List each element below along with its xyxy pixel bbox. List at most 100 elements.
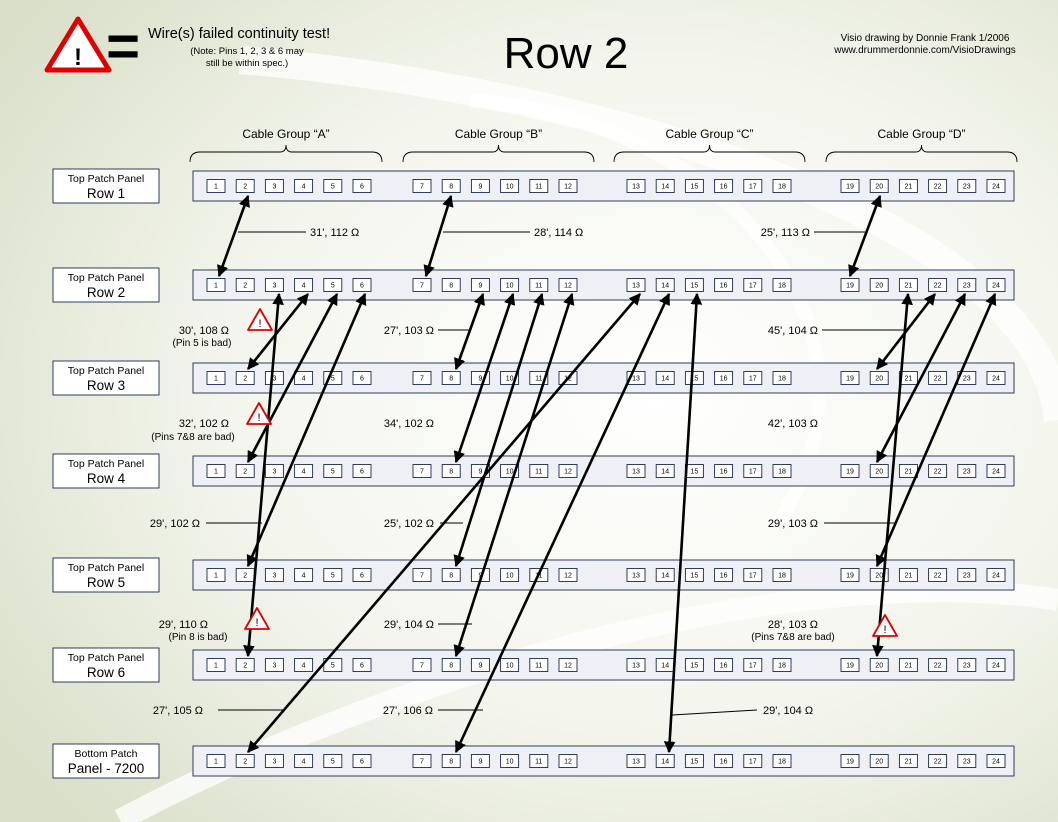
port-23 — [957, 278, 977, 292]
port-label-22: 22 — [934, 759, 942, 766]
port-label-6: 6 — [360, 184, 364, 191]
port-label-23: 23 — [963, 759, 971, 766]
port-13 — [626, 278, 646, 292]
port-label-14: 14 — [661, 759, 669, 766]
port-label-22: 22 — [934, 376, 942, 383]
warning-glyph: ! — [74, 44, 82, 71]
port-label-9: 9 — [478, 184, 482, 191]
port-label-14: 14 — [661, 573, 669, 580]
port-label-3: 3 — [272, 663, 276, 670]
port-label-15: 15 — [691, 184, 699, 191]
port-22 — [928, 278, 948, 292]
cable-group-label-d: Cable Group “D” — [877, 127, 965, 141]
port-label-13: 13 — [632, 184, 640, 191]
port-19 — [840, 179, 860, 193]
warning-triangle-icon — [247, 308, 273, 331]
port-label-20: 20 — [875, 469, 883, 476]
port-label-16: 16 — [720, 573, 728, 580]
port-20 — [869, 179, 889, 193]
port-21 — [898, 179, 918, 193]
panel-label-line2: Row 4 — [87, 471, 126, 486]
port-label-18: 18 — [778, 663, 786, 670]
port-label-21: 21 — [905, 469, 913, 476]
port-24 — [986, 658, 1006, 672]
panel-label-box — [52, 557, 160, 593]
panel-port-strip — [192, 745, 1015, 777]
port-label-19: 19 — [846, 759, 854, 766]
port-6 — [352, 754, 372, 768]
panel-label-line1: Top Patch Panel — [68, 272, 144, 284]
port-4 — [294, 278, 314, 292]
port-label-9: 9 — [478, 376, 482, 383]
port-label-17: 17 — [749, 663, 757, 670]
port-label-14: 14 — [661, 283, 669, 290]
port-label-3: 3 — [272, 759, 276, 766]
port-label-4: 4 — [302, 184, 306, 191]
port-8 — [441, 754, 461, 768]
panel-label-line2: Row 3 — [87, 378, 125, 393]
port-label-23: 23 — [963, 469, 971, 476]
port-5 — [323, 754, 343, 768]
port-label-8: 8 — [449, 283, 453, 290]
port-label-4: 4 — [302, 663, 306, 670]
panel-port-strip — [192, 170, 1015, 202]
port-label-23: 23 — [963, 663, 971, 670]
cable-annotation-3: 25', 113 Ω — [761, 227, 810, 239]
port-label-7: 7 — [420, 759, 424, 766]
port-16 — [714, 464, 734, 478]
panel-label-line1: Top Patch Panel — [68, 173, 144, 185]
port-label-18: 18 — [778, 573, 786, 580]
port-18 — [772, 278, 792, 292]
port-label-13: 13 — [632, 573, 640, 580]
port-1 — [206, 278, 226, 292]
port-label-12: 12 — [564, 283, 572, 290]
port-label-2: 2 — [243, 759, 247, 766]
port-label-24: 24 — [992, 469, 1000, 476]
panel-label-line2: Row 6 — [87, 665, 125, 680]
cable-label: 29', 110 Ω — [159, 619, 208, 631]
port-label-12: 12 — [564, 469, 572, 476]
panel-label-box — [52, 743, 160, 779]
port-label-16: 16 — [720, 759, 728, 766]
port-20 — [869, 278, 889, 292]
port-label-16: 16 — [720, 283, 728, 290]
port-label-5: 5 — [331, 663, 335, 670]
port-23 — [957, 179, 977, 193]
port-label-18: 18 — [778, 184, 786, 191]
port-label-22: 22 — [934, 663, 942, 670]
port-24 — [986, 278, 1006, 292]
port-1 — [206, 179, 226, 193]
port-3 — [264, 179, 284, 193]
cable-label: 28', 114 Ω — [534, 227, 583, 239]
port-label-2: 2 — [243, 469, 247, 476]
port-19 — [840, 754, 860, 768]
cable-annotation-6: 45', 104 Ω — [768, 325, 818, 337]
port-label-13: 13 — [632, 376, 640, 383]
port-label-16: 16 — [720, 663, 728, 670]
port-label-18: 18 — [778, 469, 786, 476]
port-5 — [323, 179, 343, 193]
port-label-19: 19 — [846, 184, 854, 191]
port-label-1: 1 — [214, 759, 218, 766]
port-label-14: 14 — [661, 469, 669, 476]
port-label-20: 20 — [875, 759, 883, 766]
port-label-9: 9 — [478, 469, 482, 476]
port-label-21: 21 — [905, 759, 913, 766]
port-label-8: 8 — [449, 663, 453, 670]
port-10 — [500, 278, 520, 292]
bad-pin-note: (Pins 7&8 are bad) — [151, 432, 234, 443]
cable-annotation-9: 42', 103 Ω — [768, 418, 818, 430]
port-19 — [840, 464, 860, 478]
port-1 — [206, 464, 226, 478]
cable-annotation-12: 29', 103 Ω — [768, 518, 818, 530]
port-label-21: 21 — [905, 283, 913, 290]
cable-label: 32', 102 Ω — [179, 418, 229, 430]
port-label-15: 15 — [691, 663, 699, 670]
port-label-1: 1 — [214, 184, 218, 191]
